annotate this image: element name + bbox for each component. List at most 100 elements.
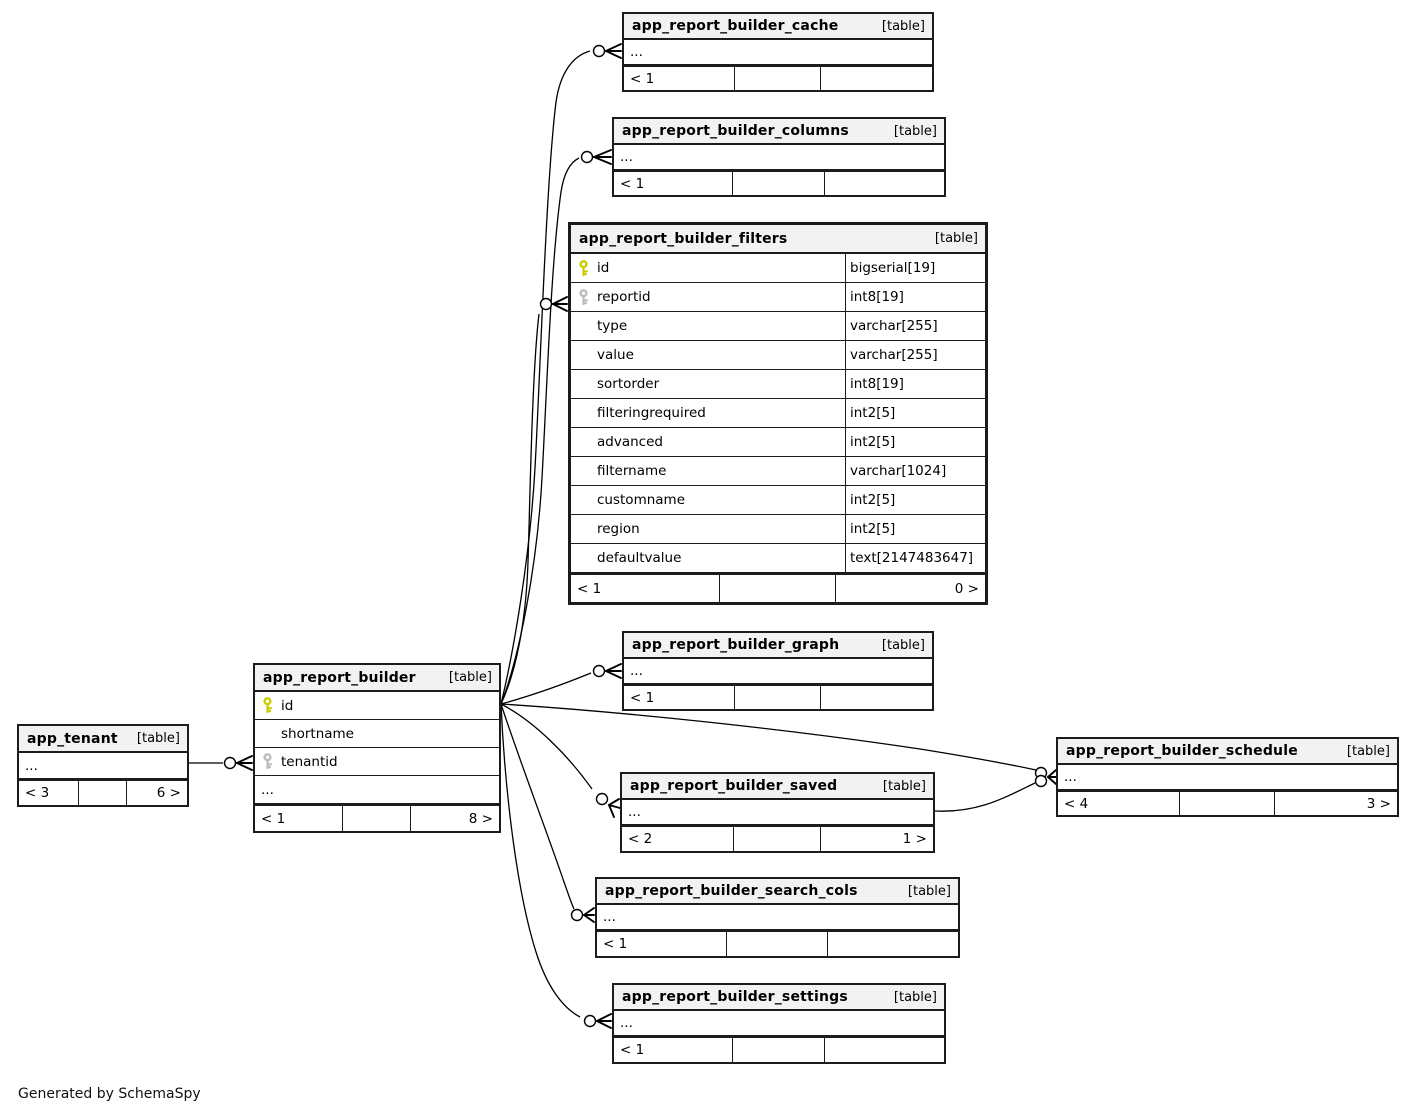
crows-foot-icon — [583, 914, 595, 923]
table-name-link[interactable]: app_report_builder_cache — [632, 18, 839, 34]
crows-foot-icon — [605, 663, 622, 672]
collapsed-columns-row: ... — [614, 145, 944, 170]
children-count — [828, 932, 958, 956]
footer-spacer — [734, 827, 822, 851]
collapsed-columns-row: ... — [597, 905, 958, 930]
table-type-badge: [table] — [881, 18, 925, 34]
zero-one-connector-icon — [583, 1014, 597, 1028]
column-type: int8[19] — [845, 370, 985, 398]
table-degree-footer: < 1 — [614, 1036, 944, 1062]
parents-count: < 4 — [1058, 792, 1181, 815]
zero-one-connector-icon — [570, 908, 584, 922]
children-count — [821, 686, 932, 709]
column-name: tenantid — [281, 753, 338, 770]
table-app_report_builder_columns[interactable]: app_report_builder_columns[table]...< 1 — [612, 117, 946, 197]
crows-foot-icon — [605, 670, 622, 679]
table-degree-footer: < 1 — [597, 930, 958, 956]
collapsed-columns-row: ... — [614, 1011, 944, 1036]
collapsed-columns-row: ... — [255, 776, 499, 804]
table-app_report_builder_cache[interactable]: app_report_builder_cache[table]...< 1 — [622, 12, 934, 92]
zero-one-connector-icon — [592, 44, 606, 58]
table-degree-footer: < 1 — [614, 170, 944, 195]
column-row-shortname: shortname — [255, 720, 499, 748]
collapsed-columns-row: ... — [19, 753, 187, 779]
table-name-link[interactable]: app_report_builder_settings — [622, 989, 848, 1005]
column-type: bigserial[19] — [845, 254, 985, 282]
footer-spacer — [1180, 792, 1275, 815]
footer-spacer — [79, 781, 127, 805]
column-name: defaultvalue — [597, 550, 682, 566]
table-type-badge: [table] — [136, 731, 180, 746]
relationship-line — [500, 50, 591, 705]
column-row-id: id — [255, 692, 499, 720]
children-count — [825, 1038, 944, 1062]
crows-foot-icon — [608, 798, 620, 806]
table-app_report_builder_search_cols[interactable]: app_report_builder_search_cols[table]...… — [595, 877, 960, 958]
table-header: app_report_builder_cache [table] — [624, 14, 932, 40]
table-type-badge: [table] — [1346, 743, 1390, 759]
table-app_report_builder_graph[interactable]: app_report_builder_graph [table]...< 1 — [622, 631, 934, 711]
column-type: int8[19] — [845, 283, 985, 311]
column-name: ... — [261, 781, 274, 798]
parents-count: < 3 — [19, 781, 80, 805]
column-name: customname — [597, 492, 686, 508]
footer-spacer — [735, 67, 822, 90]
zero-one-connector-icon — [595, 792, 609, 806]
zero-one-connector-icon — [1034, 774, 1048, 788]
table-type-badge: [table] — [881, 637, 925, 653]
edge-app_report_builder-id--app_report_builder_settings — [500, 703, 612, 1029]
edge-app_report_builder-id--app_report_builder_search_cols — [500, 703, 595, 923]
column-name: filtername — [597, 463, 667, 479]
crows-foot-icon — [605, 50, 622, 59]
crows-foot-icon — [608, 804, 621, 809]
column-row-tenantid: tenantid — [255, 748, 499, 776]
parents-count: < 1 — [571, 575, 721, 602]
table-app_report_builder_settings[interactable]: app_report_builder_settings[table]...< 1 — [612, 983, 946, 1064]
table-name-link[interactable]: app_report_builder_graph — [632, 637, 840, 653]
table-degree-footer: < 1 — [624, 684, 932, 709]
table-header: app_report_builder_filters[table] — [571, 225, 985, 254]
crows-foot-icon — [236, 762, 253, 771]
table-header: app_report_builder[table] — [255, 665, 499, 692]
edge-app_report_builder-id--app_report_builder_saved — [500, 703, 621, 818]
table-name-link[interactable]: app_tenant — [27, 730, 118, 747]
parents-count: < 1 — [597, 932, 727, 956]
crows-foot-icon — [593, 156, 612, 165]
column-name: id — [597, 260, 610, 276]
table-app_report_builder_schedule[interactable]: app_report_builder_schedule[table]...< 4… — [1056, 737, 1399, 817]
column-type: int2[5] — [845, 399, 985, 427]
table-header: app_tenant [table] — [19, 726, 187, 753]
children-count: 0 > — [954, 580, 979, 597]
table-name-link[interactable]: app_report_builder_saved — [630, 778, 838, 794]
table-name-link[interactable]: app_report_builder — [263, 669, 416, 686]
edge-app_tenant--app_report_builder-tenantid — [189, 755, 253, 771]
column-name: ... — [603, 909, 616, 925]
column-name: reportid — [597, 289, 651, 305]
table-app_report_builder_filters[interactable]: app_report_builder_filters[table]id bigse… — [568, 222, 988, 605]
footer-spacer — [343, 806, 412, 831]
table-app_report_builder[interactable]: app_report_builder[table]id shortname tena… — [253, 663, 501, 833]
crows-foot-icon — [596, 1020, 612, 1029]
relationship-line — [500, 313, 540, 705]
table-name-link[interactable]: app_report_builder_columns — [622, 123, 849, 139]
column-type: int2[5] — [845, 515, 985, 543]
column-name: shortname — [281, 725, 354, 742]
table-name-link[interactable]: app_report_builder_filters — [579, 230, 788, 247]
table-name-link[interactable]: app_report_builder_schedule — [1066, 743, 1298, 759]
table-header: app_report_builder_schedule [table] — [1058, 739, 1397, 765]
footer-spacer — [735, 686, 822, 709]
parents-count: < 2 — [622, 827, 734, 851]
table-name-link[interactable]: app_report_builder_search_cols — [605, 883, 858, 899]
edge-app_report_builder-id--app_report_builder_cache — [500, 43, 622, 705]
column-type: text[2147483647] — [845, 544, 985, 572]
collapsed-columns-row: ... — [624, 659, 932, 684]
parents-count: < 1 — [614, 1038, 733, 1062]
column-type: varchar[255] — [845, 312, 985, 340]
column-name: ... — [620, 1015, 633, 1031]
